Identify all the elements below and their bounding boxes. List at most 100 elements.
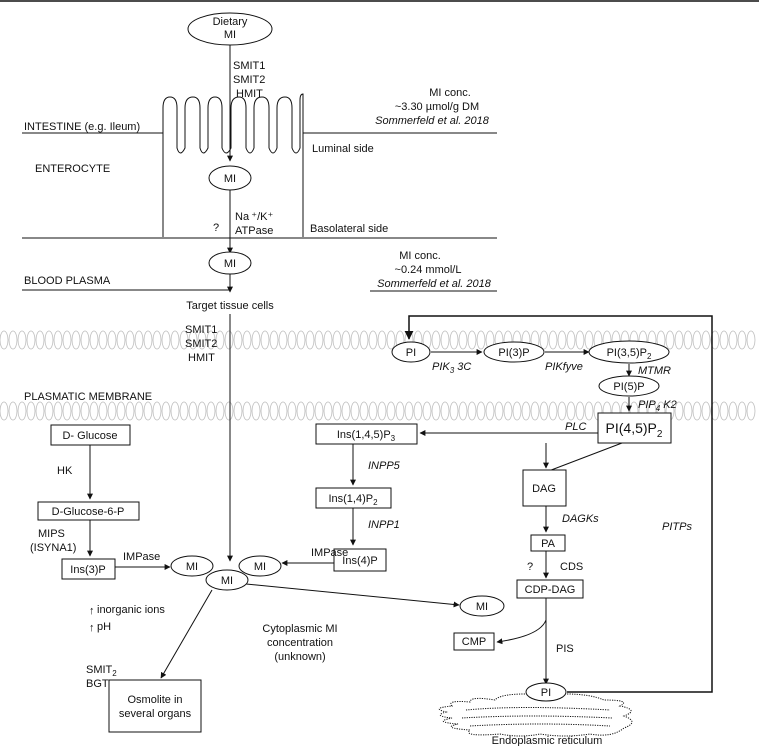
membrane-lipid bbox=[152, 401, 162, 421]
membrane-lipid bbox=[701, 401, 711, 421]
plasma-conc-value: ~0.24 mmol/L bbox=[395, 264, 462, 276]
membrane-lipid bbox=[314, 401, 324, 421]
atpase-label: ATPase bbox=[235, 225, 273, 237]
d-glucose-label: D- Glucose bbox=[62, 430, 117, 442]
membrane-lipid bbox=[233, 330, 243, 350]
membrane-lipid bbox=[107, 401, 117, 421]
membrane-lipid bbox=[332, 401, 342, 421]
pikfyve-enzyme: PIKfyve bbox=[545, 361, 583, 373]
membrane-lipid bbox=[260, 401, 270, 421]
membrane-lipid bbox=[557, 401, 567, 421]
membrane-lipid bbox=[332, 330, 342, 350]
pi45p2-box bbox=[597, 412, 672, 444]
lumen-conc-value: ~3.30 µmol/g DM bbox=[395, 101, 479, 113]
arrow-cdpdag-release-cmp bbox=[496, 619, 547, 645]
membrane-lipid bbox=[467, 330, 477, 350]
membrane-lipid bbox=[431, 330, 441, 350]
membrane-lipid bbox=[413, 401, 423, 421]
membrane-lipid bbox=[449, 401, 459, 421]
membrane-lipid bbox=[665, 330, 675, 350]
osmolite-line2: several organs bbox=[119, 708, 192, 720]
membrane-lipid bbox=[539, 401, 549, 421]
ins4p-box bbox=[333, 548, 387, 572]
membrane-lipid bbox=[26, 330, 36, 350]
cmp-label: CMP bbox=[462, 636, 486, 648]
er-inner-folds bbox=[461, 707, 613, 727]
membrane-lipid bbox=[296, 330, 306, 350]
cyto-mi-line3: (unknown) bbox=[274, 651, 325, 663]
target-tissue-label: Target tissue cells bbox=[186, 300, 274, 312]
membrane-lipid bbox=[215, 401, 225, 421]
membrane-lipid bbox=[206, 401, 216, 421]
membrane-lipid bbox=[458, 330, 468, 350]
membrane-lipid bbox=[323, 401, 333, 421]
membrane-lipid bbox=[251, 330, 261, 350]
membrane-lipid bbox=[0, 330, 9, 350]
membrane-lipid bbox=[287, 401, 297, 421]
membrane-lipid bbox=[143, 401, 153, 421]
membrane-lipid bbox=[152, 330, 162, 350]
plc-enzyme: PLC bbox=[565, 421, 586, 433]
glucose6p-box bbox=[37, 501, 140, 521]
membrane-lipid bbox=[305, 401, 315, 421]
luminal-side-label: Luminal side bbox=[312, 143, 374, 155]
unknown-transport-mark: ? bbox=[213, 222, 219, 234]
membrane-lipid bbox=[89, 330, 99, 350]
dagks-enzyme: DAGKs bbox=[562, 513, 599, 525]
membrane-lipid bbox=[206, 330, 216, 350]
ins4p-label: Ins(4)P bbox=[342, 555, 377, 567]
membrane-lipid bbox=[62, 401, 72, 421]
cyto-mi-line2: concentration bbox=[267, 637, 333, 649]
membrane-lipid bbox=[737, 330, 747, 350]
intestine-label: INTESTINE (e.g. Ileum) bbox=[24, 121, 140, 133]
membrane-lipid bbox=[278, 401, 288, 421]
membrane-lipid bbox=[161, 330, 171, 350]
pi35p2-node bbox=[588, 340, 670, 364]
membrane-lipid bbox=[395, 401, 405, 421]
membrane-lipid bbox=[125, 401, 135, 421]
impase-right-label: IMPase bbox=[311, 547, 348, 559]
membrane-lipid bbox=[566, 330, 576, 350]
membrane-lipid bbox=[341, 401, 351, 421]
membrane-lipid bbox=[269, 330, 279, 350]
enterocyte-mi-label: MI bbox=[224, 173, 236, 185]
transporter-hmit-tissue: HMIT bbox=[188, 352, 215, 364]
membrane-lipid bbox=[521, 401, 531, 421]
enterocyte-label: ENTEROCYTE bbox=[35, 163, 110, 175]
membrane-lipid bbox=[557, 330, 567, 350]
mi-center-node bbox=[205, 569, 249, 591]
membrane-lipid bbox=[692, 401, 702, 421]
membrane-lipid bbox=[251, 401, 261, 421]
membrane-lipid bbox=[728, 401, 738, 421]
membrane-lipid bbox=[368, 330, 378, 350]
membrane-lipid bbox=[575, 401, 585, 421]
membrane-lipid bbox=[179, 330, 189, 350]
pi-membrane-node bbox=[391, 341, 431, 363]
impase-left-label: IMPase bbox=[123, 551, 160, 563]
membrane-lipid bbox=[224, 330, 234, 350]
er-label: Endoplasmic reticulum bbox=[492, 735, 603, 746]
membrane-lipid bbox=[368, 401, 378, 421]
pi5p-label: PI(5)P bbox=[613, 381, 644, 393]
basolateral-side-label: Basolateral side bbox=[310, 223, 388, 235]
membrane-lipid bbox=[116, 330, 126, 350]
membrane-lipid bbox=[71, 401, 81, 421]
unknown-pa-mark: ? bbox=[527, 561, 533, 573]
membrane-lipid bbox=[467, 401, 477, 421]
membrane-lipid bbox=[44, 330, 54, 350]
membrane-lipid bbox=[710, 330, 720, 350]
membrane-lipid bbox=[539, 330, 549, 350]
membrane-lipid bbox=[359, 401, 369, 421]
membrane-lipid bbox=[53, 330, 63, 350]
arrow-mi-to-osmolite bbox=[160, 589, 213, 679]
pi3p-node bbox=[483, 341, 545, 363]
mi-left-label: MI bbox=[186, 561, 198, 573]
membrane-lipid bbox=[512, 401, 522, 421]
hk-enzyme: HK bbox=[57, 465, 73, 477]
membrane-lipid bbox=[197, 330, 207, 350]
pis-enzyme: PIS bbox=[556, 643, 574, 655]
cyto-mi-line1: Cytoplasmic MI bbox=[262, 623, 337, 635]
membrane-lipid bbox=[233, 401, 243, 421]
membrane-lipid bbox=[224, 401, 234, 421]
plasmatic-membrane-label: PLASMATIC MEMBRANE bbox=[24, 391, 152, 403]
